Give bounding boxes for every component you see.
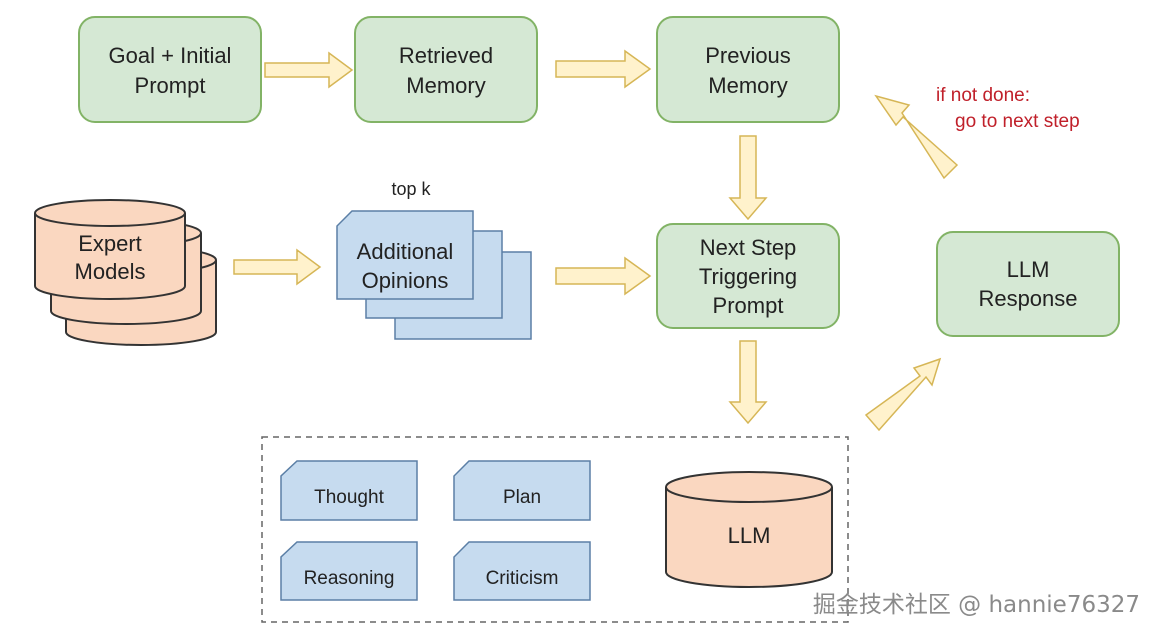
next-step-label-line3: Prompt <box>713 293 784 318</box>
reasoning-doc: Reasoning <box>280 541 418 601</box>
expert-label-line2: Models <box>75 259 146 284</box>
arrow-goal-to-retrieved <box>264 51 354 89</box>
arrow-loop-to-previous <box>874 94 959 180</box>
llm-response-label-line1: LLM <box>1007 257 1050 282</box>
criticism-label: Criticism <box>486 568 559 589</box>
reasoning-label: Reasoning <box>304 568 395 589</box>
opinion-doc-front <box>336 210 474 300</box>
next-step-label-line2: Triggering <box>699 264 797 289</box>
additional-opinions-stack: Additional Opinions <box>336 210 532 340</box>
previous-memory-node: Previous Memory <box>656 16 840 123</box>
llm-label: LLM <box>728 523 771 548</box>
plan-doc: Plan <box>453 460 591 521</box>
arrow-next-step-to-llm <box>728 340 768 425</box>
llm-response-label-line2: Response <box>978 286 1077 311</box>
arrow-expert-to-opinions <box>233 248 322 286</box>
loop-note-line2: go to next step <box>955 111 1080 132</box>
loop-note-line1: if not done: <box>936 85 1030 106</box>
thought-doc: Thought <box>280 460 418 521</box>
previous-label-line1: Previous <box>705 43 791 68</box>
previous-label-line2: Memory <box>708 73 787 98</box>
llm-cylinder: LLM <box>665 471 833 588</box>
expert-models-stack: Expert Models <box>34 199 217 346</box>
goal-label-line2: Prompt <box>135 73 206 98</box>
next-step-label-line1: Next Step <box>700 235 797 260</box>
retrieved-memory-node: Retrieved Memory <box>354 16 538 123</box>
opinions-label-line2: Opinions <box>362 268 449 293</box>
opinions-label-line1: Additional <box>357 239 454 264</box>
retrieved-label-line1: Retrieved <box>399 43 493 68</box>
top-k-label: top k <box>391 179 431 199</box>
thought-label: Thought <box>314 487 384 508</box>
goal-label-line1: Goal + Initial <box>109 43 232 68</box>
arrow-retrieved-to-previous <box>555 49 652 89</box>
expert-label-line1: Expert <box>78 231 142 256</box>
llm-response-node: LLM Response <box>936 231 1120 337</box>
arrow-opinions-to-next-step <box>555 256 652 296</box>
arrow-previous-to-next-step <box>728 135 768 221</box>
next-step-node: Next Step Triggering Prompt <box>656 223 840 329</box>
criticism-doc: Criticism <box>453 541 591 601</box>
plan-label: Plan <box>503 487 541 508</box>
retrieved-label-line2: Memory <box>406 73 485 98</box>
watermark: 掘金技术社区 @ hannie76327 <box>812 592 1140 618</box>
goal-node: Goal + Initial Prompt <box>78 16 262 123</box>
expert-cylinder-front <box>34 199 186 300</box>
arrow-llm-to-response <box>864 357 942 432</box>
